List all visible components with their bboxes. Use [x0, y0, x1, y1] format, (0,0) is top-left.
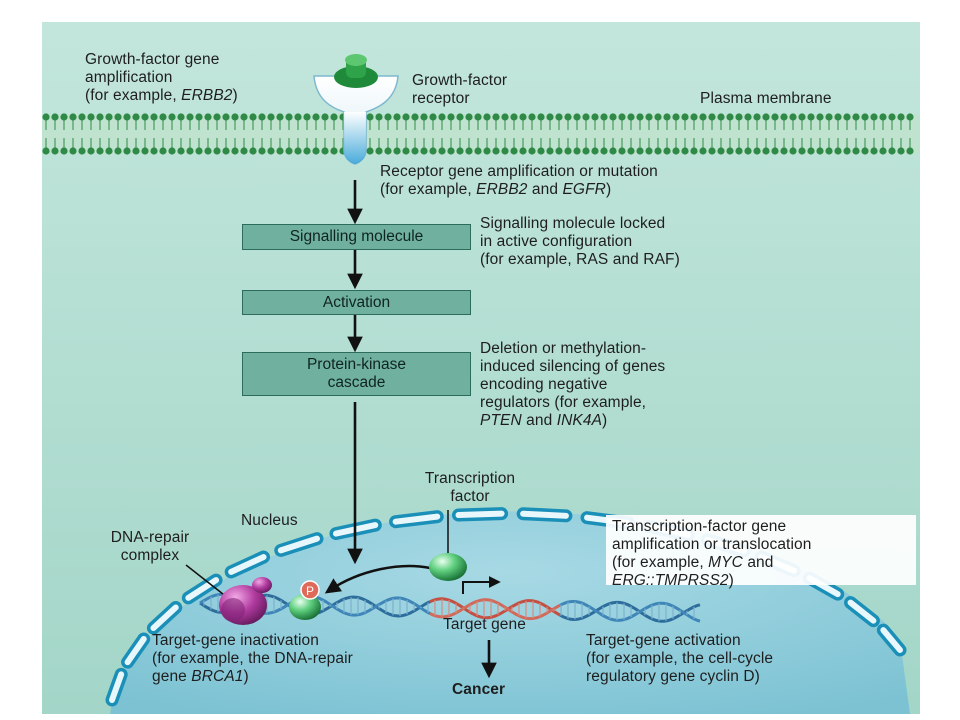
target-gene-label: Target gene: [443, 616, 526, 633]
transcription-factor-label: Transcription factor: [424, 470, 516, 505]
signalling-molecule-box: Signalling molecule: [242, 224, 471, 250]
nucleus-label: Nucleus: [241, 512, 298, 529]
dna-repair-complex-icon: [185, 564, 272, 625]
transcription-factor-icon: [429, 510, 467, 581]
transcription-start-arrow: [462, 576, 501, 594]
phosphorylated-factor-icon: P: [289, 580, 321, 620]
cancer-label: Cancer: [452, 681, 506, 698]
dna-repair-complex-label: DNA-repair complex: [110, 529, 190, 564]
protein-kinase-cascade-box: Protein-kinase cascade: [242, 352, 471, 396]
signalling-locked-label: Signalling molecule locked in active con…: [480, 215, 680, 268]
target-gene-activation-label: Target-gene activation (for example, the…: [586, 632, 774, 685]
target-gene-inactivation-label: Target-gene inactivation (for example, t…: [152, 632, 353, 685]
transcription-factor-gene-label: Transcription-factor gene amplification …: [612, 518, 812, 589]
growth-factor-amplification-label: Growth-factor gene amplification (for ex…: [85, 51, 238, 104]
plasma-membrane-label: Plasma membrane: [700, 90, 832, 107]
cascade-text: cascade: [327, 374, 386, 391]
signalling-molecule-text: Signalling molecule: [289, 228, 424, 245]
tf-gene-label-background: [606, 515, 916, 585]
protein-kinase-text: Protein-kinase: [306, 356, 407, 373]
pathway-arrows: [324, 180, 497, 679]
receptor-amplification-label: Receptor gene amplification or mutation …: [380, 163, 658, 198]
growth-factor-receptor-icon: [313, 54, 399, 165]
deletion-methylation-label: Deletion or methylation- induced silenci…: [480, 340, 666, 429]
growth-factor-receptor-label: Growth-factor receptor: [412, 72, 508, 107]
activation-box: Activation: [242, 290, 471, 315]
activation-text: Activation: [322, 293, 391, 311]
phospho-label: P: [306, 584, 314, 598]
arrow-tf-to-dna: [324, 564, 431, 594]
plasma-membrane: [42, 113, 920, 155]
